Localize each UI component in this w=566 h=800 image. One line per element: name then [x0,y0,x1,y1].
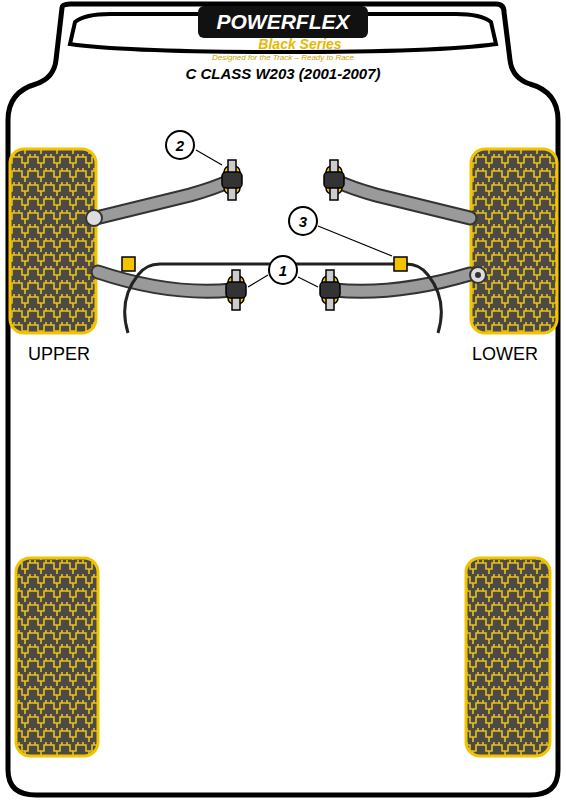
arms [96,180,470,291]
callout-number: 2 [176,137,184,154]
callout-circle: 3 [288,206,318,236]
tagline: Designed for the Track – Ready to Race [212,54,354,63]
side-label: UPPER [28,345,90,365]
callout-number: 1 [279,262,287,279]
callout-number: 3 [299,213,307,230]
side-label: LOWER [472,345,538,365]
wheels [10,149,557,756]
series-name: Black Series [258,37,341,52]
callout-circle: 1 [268,255,298,285]
arms-outline [96,180,470,291]
brand-logo: POWERFLEX [216,10,349,33]
leader-lines [196,150,392,287]
arm-bushes [222,160,344,310]
bar-bushes [122,257,407,271]
callout-circle: 2 [165,130,195,160]
title: C CLASS W203 (2001-2007) [185,66,380,83]
logo-plate [198,6,368,38]
car-body [8,4,558,795]
